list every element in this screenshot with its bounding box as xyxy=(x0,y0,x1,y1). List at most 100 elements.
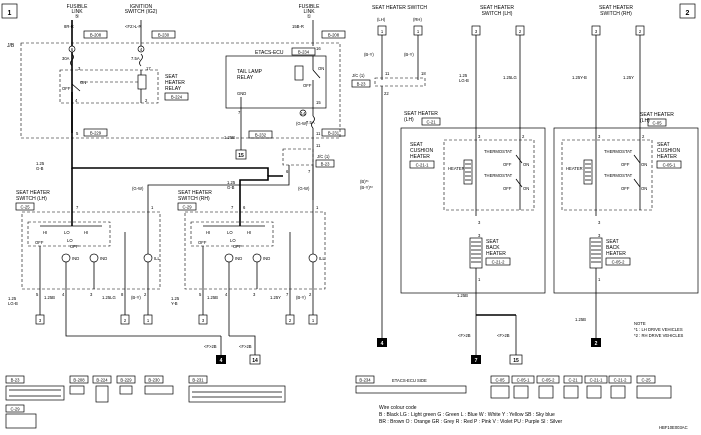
right-switch-rh-header: SEAT HEATER SWITCH (RH) xyxy=(599,5,633,17)
wire-label-r-125y: 1.25Y xyxy=(623,75,634,80)
wire-label-gw-lh: (G-W) xyxy=(132,186,144,191)
wire-label-r-125lgb-1: 1.25 xyxy=(459,73,468,78)
svg-text:C-29: C-29 xyxy=(10,407,20,412)
svg-text:B-224: B-224 xyxy=(96,378,108,383)
svg-text:SEAT HEATER: SEAT HEATER xyxy=(404,111,438,117)
wire-label-bstar-2: (B-Y)*² xyxy=(360,185,373,190)
svg-text:B : Black LG : Light green: B : Black LG : Light green G : Green L :… xyxy=(379,412,555,418)
connector-b23: B-23 xyxy=(5,375,65,401)
svg-text:3: 3 xyxy=(475,29,478,34)
svg-text:SEAT HEATER: SEAT HEATER xyxy=(640,112,674,118)
connector-b229: B-229 xyxy=(116,375,136,395)
wire-label-125b-rh: 1.25B xyxy=(207,295,218,300)
svg-text:1: 1 xyxy=(598,277,601,282)
svg-text:FUSIBLE: FUSIBLE xyxy=(299,4,321,10)
svg-text:B-232: B-232 xyxy=(255,133,267,138)
wire-to-rh-switch xyxy=(239,175,283,210)
wire-gw-lh xyxy=(147,165,290,210)
connector-c21-2: C-21-2 xyxy=(608,375,632,399)
svg-text:2: 2 xyxy=(519,29,522,34)
svg-text:HEATER: HEATER xyxy=(410,154,430,160)
svg-text:TAIL LAMP: TAIL LAMP xyxy=(237,69,263,75)
svg-text:FUSIBLE: FUSIBLE xyxy=(67,4,89,10)
svg-text:LO: LO xyxy=(64,230,70,235)
svg-text:14: 14 xyxy=(301,111,306,116)
seat-heater-lh: SEAT HEATER (LH) C-21 SEAT CUSHION HEATE… xyxy=(400,111,546,294)
svg-text:3: 3 xyxy=(478,233,481,238)
svg-text:CUSHION: CUSHION xyxy=(410,148,433,154)
svg-text:LO: LO xyxy=(227,230,233,235)
svg-text:OFF: OFF xyxy=(62,86,71,91)
svg-text:4: 4 xyxy=(225,292,228,297)
svg-text:3: 3 xyxy=(90,292,93,297)
svg-text:4: 4 xyxy=(75,98,78,103)
svg-text:SEAT HEATER: SEAT HEATER xyxy=(599,5,633,11)
wire-label-by-rh: (B-Y) xyxy=(296,295,306,300)
svg-text:OFF: OFF xyxy=(503,186,512,191)
svg-text:C-21-1: C-21-1 xyxy=(416,163,429,168)
svg-text:C-21: C-21 xyxy=(426,120,436,125)
wire-label-by-m1: (B-Y) xyxy=(364,52,374,57)
wire-label-r-125yb: 1.25Y-B xyxy=(572,75,587,80)
ignition-switch-label: IGNITION SWITCH (IG2) xyxy=(125,4,158,15)
fuse-7-5a-ig: 4 7.5A 17 xyxy=(131,45,151,71)
wire-label-gw-rh: (G-W) xyxy=(298,186,310,191)
pin-11-label: 11 xyxy=(316,131,321,136)
svg-text:7: 7 xyxy=(231,205,234,210)
connector-c05-1: C-05-1 xyxy=(511,375,535,399)
svg-text:C-21-2: C-21-2 xyxy=(492,260,505,265)
svg-text:OFF: OFF xyxy=(70,244,79,249)
svg-text:15: 15 xyxy=(513,358,519,364)
svg-text:C-05-1: C-05-1 xyxy=(517,378,530,383)
svg-text:2: 2 xyxy=(522,134,525,139)
seat-heater-switch-rh: SEAT HEATER SWITCH (RH) C-29 7 6 1 HI LO… xyxy=(177,190,325,297)
svg-text:B-229: B-229 xyxy=(120,378,132,383)
svg-text:C-05-2: C-05-2 xyxy=(542,378,555,383)
wire-label-125y: 1.25Y xyxy=(270,295,281,300)
svg-text:11: 11 xyxy=(316,143,321,148)
svg-text:IND: IND xyxy=(263,256,270,261)
svg-text:ON: ON xyxy=(523,186,529,191)
svg-text:LO: LO xyxy=(230,238,236,243)
svg-text:3: 3 xyxy=(478,134,481,139)
lh-terminal-2: 2 xyxy=(120,314,130,325)
svg-text:(LH): (LH) xyxy=(377,17,386,22)
pin-18-mid: 18 xyxy=(421,71,426,76)
page-number-1: 1 xyxy=(1,3,18,19)
svg-text:OFF: OFF xyxy=(621,162,630,167)
connector-tag-b229: B-229 xyxy=(83,128,108,137)
svg-text:LO: LO xyxy=(67,238,73,243)
diagram-code: HBF10E003AC xyxy=(659,425,688,430)
connector-c21-1: C-21-1 xyxy=(584,375,608,399)
svg-text:SEAT: SEAT xyxy=(486,239,499,245)
svg-text:*1 : LH DRIVE VEHICLES: *1 : LH DRIVE VEHICLES xyxy=(634,327,683,332)
wire-label-bstar-1: (B)*¹ xyxy=(360,179,369,184)
connector-tag-b208a: B-208 xyxy=(83,30,108,39)
svg-text:THERMOSTAT: THERMOSTAT xyxy=(484,173,513,178)
svg-text:IGNITION: IGNITION xyxy=(130,4,153,10)
svg-text:8: 8 xyxy=(121,292,124,297)
svg-text:OFF: OFF xyxy=(35,240,44,245)
svg-text:B-231: B-231 xyxy=(328,131,340,136)
svg-text:16: 16 xyxy=(316,46,321,51)
jb-label: J/B xyxy=(7,43,15,49)
pin-22-mid: 22 xyxy=(384,91,389,96)
wire-label-f2l: <F2>L-R xyxy=(125,24,142,29)
wire-label-f2b-left-b: <F>2B xyxy=(239,344,252,349)
svg-text:NOTE: NOTE xyxy=(634,321,646,326)
svg-text:3: 3 xyxy=(598,134,601,139)
connector-c21: C-21 xyxy=(563,375,583,399)
svg-text:SWITCH (LH): SWITCH (LH) xyxy=(16,196,47,202)
wire-label-by-m2: (B-Y) xyxy=(404,52,414,57)
lh-ground-terminal: 3 xyxy=(35,314,45,325)
fuse-7-5a-tail: 14 7.5A xyxy=(299,108,315,129)
wire-label-r-125b-a: 1.25B xyxy=(457,293,468,298)
svg-text:⑤: ⑤ xyxy=(75,14,80,20)
jb-box xyxy=(20,42,341,139)
svg-text:THERMOSTAT: THERMOSTAT xyxy=(484,149,513,154)
svg-text:7: 7 xyxy=(76,205,79,210)
wire-label-gw-top: (G-W) xyxy=(296,121,308,126)
svg-text:15: 15 xyxy=(238,153,244,159)
svg-text:B-23: B-23 xyxy=(321,162,331,167)
